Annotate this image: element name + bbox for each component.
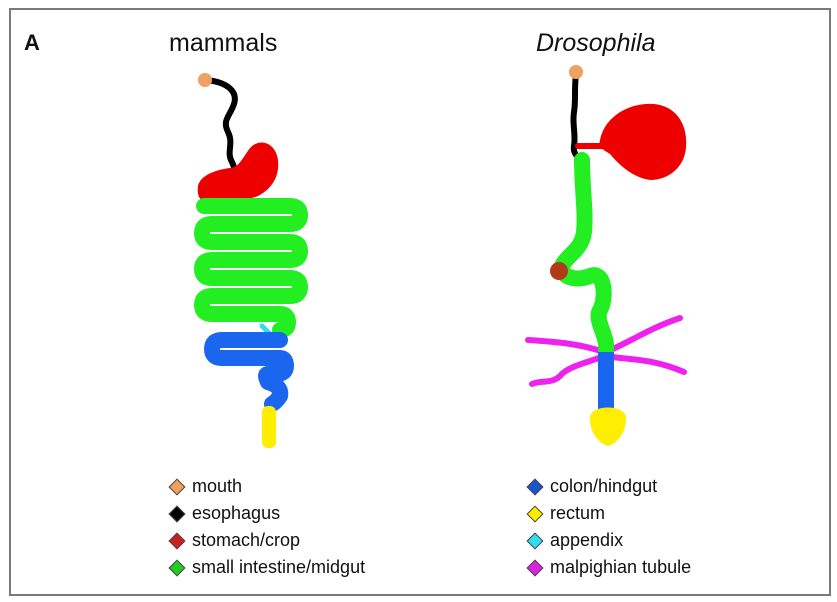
legend-label: rectum [550, 503, 605, 524]
mammal-rectum [262, 406, 276, 448]
legend-left: mouth esophagus stomach/crop small intestin… [166, 473, 365, 581]
fly-rectum [590, 408, 626, 447]
legend-item: colon/hindgut [524, 473, 691, 500]
diamond-icon [527, 478, 544, 495]
diamond-icon [527, 505, 544, 522]
legend-right: colon/hindgut rectum appendix malpighian tu… [524, 473, 691, 581]
fly-midgut [562, 160, 606, 350]
mammal-mouth [198, 73, 212, 87]
fly-crop [600, 104, 687, 180]
legend-item: stomach/crop [166, 527, 365, 554]
legend-label: small intestine/midgut [192, 557, 365, 578]
mammal-small-intestine [202, 206, 300, 330]
diamond-icon [169, 505, 186, 522]
mammal-esophagus [206, 80, 235, 180]
diamond-icon [527, 559, 544, 576]
diamond-icon [169, 559, 186, 576]
legend-item: appendix [524, 527, 691, 554]
drosophila-gut [528, 65, 686, 446]
legend-item: rectum [524, 500, 691, 527]
mammal-stomach [198, 142, 279, 201]
legend-label: colon/hindgut [550, 476, 657, 497]
legend-label: appendix [550, 530, 623, 551]
legend-label: mouth [192, 476, 242, 497]
legend-item: esophagus [166, 500, 365, 527]
legend-item: malpighian tubule [524, 554, 691, 581]
diamond-icon [169, 478, 186, 495]
legend-label: esophagus [192, 503, 280, 524]
fly-midgut-marker [550, 262, 568, 280]
legend-item: small intestine/midgut [166, 554, 365, 581]
legend-label: malpighian tubule [550, 557, 691, 578]
diamond-icon [527, 532, 544, 549]
fly-hindgut [598, 352, 614, 410]
legend-label: stomach/crop [192, 530, 300, 551]
legend-item: mouth [166, 473, 365, 500]
diamond-icon [169, 532, 186, 549]
fly-mouth [569, 65, 583, 79]
mammal-gut [198, 73, 300, 448]
mammal-colon [212, 340, 286, 404]
